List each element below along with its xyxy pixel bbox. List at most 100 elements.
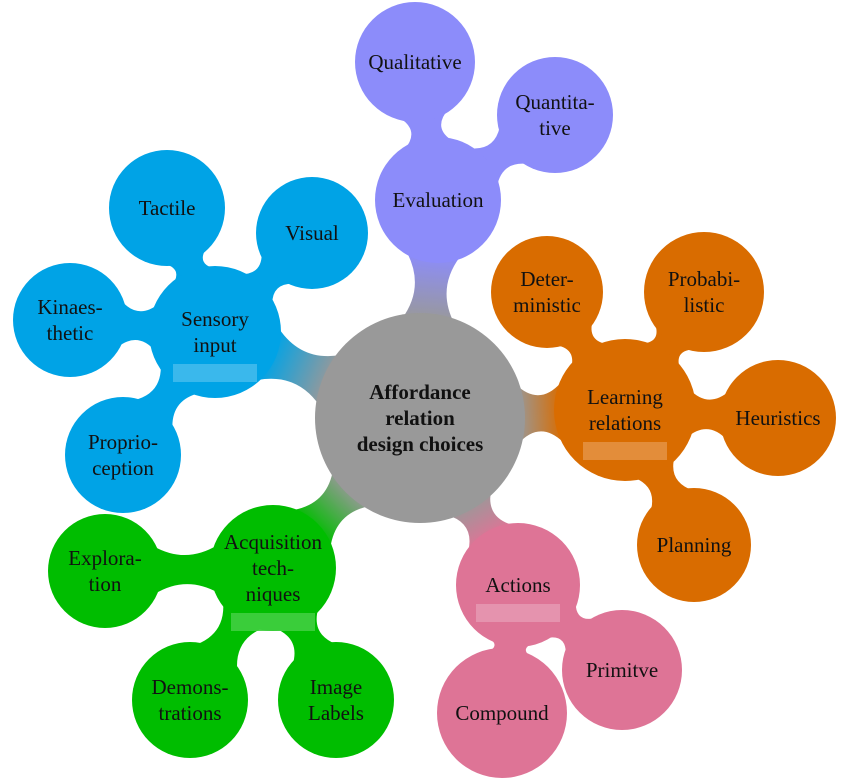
leaf-label-proprioception-line: ception <box>92 456 154 480</box>
leaf-label-qualitative-line: Qualitative <box>368 50 461 74</box>
leaf-label-proprioception: Proprio-ception <box>88 430 158 480</box>
leaf-node-planning: Planning <box>637 488 751 602</box>
connector-actions-primitive <box>543 599 598 657</box>
branch-highlight-sensory-input <box>173 364 257 382</box>
leaf-node-deterministic: Deter-ministic <box>491 236 603 348</box>
connector-sensory-input-kinaesthetic <box>116 300 160 352</box>
leaf-circle-primitive <box>562 610 682 730</box>
branch-label-learning-relations-line: Learning <box>587 385 663 409</box>
leaf-node-kinaesthetic: Kinaes-thetic <box>13 263 127 377</box>
root-circle <box>315 313 525 523</box>
branch-label-evaluation-line: Evaluation <box>393 188 484 212</box>
root-label-line: design choices <box>357 432 484 456</box>
connector-sensory-input-proprioception <box>133 363 200 430</box>
leaf-node-compound: Compound <box>437 648 567 778</box>
connector-evaluation-quantitative <box>468 124 529 188</box>
leaf-label-planning: Planning <box>657 533 732 557</box>
leaf-label-visual-line: Visual <box>285 221 339 245</box>
leaf-label-probabilistic-line: Probabi- <box>668 267 740 291</box>
connector-learning-relations-heuristics <box>686 388 730 440</box>
leaf-circle-planning <box>637 488 751 602</box>
leaf-label-tactile-line: Tactile <box>139 196 196 220</box>
leaf-label-deterministic-line: ministic <box>513 293 581 317</box>
leaf-label-demonstrations-line: Demons- <box>152 675 229 699</box>
leaf-circle-probabilistic <box>644 232 764 352</box>
branch-highlight-learning-relations <box>583 442 667 460</box>
leaf-label-qualitative: Qualitative <box>368 50 461 74</box>
branch-label-sensory-input-line: input <box>193 333 236 357</box>
leaf-label-demonstrations: Demons-trations <box>152 675 229 725</box>
branch-label-acquisition-techniques-line: Acquisition <box>224 530 322 554</box>
leaf-label-primitive: Primitve <box>586 658 658 682</box>
branch-label-evaluation: Evaluation <box>393 188 484 212</box>
leaf-circle-visual <box>256 177 368 289</box>
leaf-label-exploration-line: tion <box>89 572 122 596</box>
leaf-node-visual: Visual <box>256 177 368 289</box>
leaf-label-kinaesthetic: Kinaes-thetic <box>37 295 102 345</box>
leaf-circle-quantitative <box>497 57 613 173</box>
leaf-node-quantitative: Quantita-tive <box>497 57 613 173</box>
leaf-circle-tactile <box>109 150 225 266</box>
leaf-label-exploration: Explora-tion <box>68 546 141 596</box>
connector-learning-relations-probabilistic <box>639 321 697 372</box>
branch-highlight-actions <box>476 604 560 622</box>
branch-label-actions-line: Actions <box>485 573 550 597</box>
branch-circle-acquisition-techniques <box>210 505 336 631</box>
leaf-label-compound-line: Compound <box>455 701 549 725</box>
branch-label-sensory-input-line: Sensory <box>181 307 249 331</box>
leaf-node-qualitative: Qualitative <box>355 2 475 122</box>
leaf-node-exploration: Explora-tion <box>48 514 162 628</box>
root-label-line: Affordance <box>369 380 470 404</box>
leaf-circle-proprioception <box>65 397 181 513</box>
leaf-circle-exploration <box>48 514 162 628</box>
leaf-label-heuristics: Heuristics <box>735 406 820 430</box>
leaf-circle-image-labels <box>278 642 394 758</box>
leaf-label-quantitative-line: Quantita- <box>515 90 594 114</box>
branch-label-acquisition-techniques-line: tech- <box>252 556 294 580</box>
leaf-circle-demonstrations <box>132 642 248 758</box>
leaf-label-heuristics-line: Heuristics <box>735 406 820 430</box>
branch-node-evaluation: Evaluation <box>375 137 501 263</box>
leaf-label-deterministic-line: Deter- <box>520 267 573 291</box>
leaf-circle-deterministic <box>491 236 603 348</box>
leaf-node-probabilistic: Probabi-listic <box>644 232 764 352</box>
leaf-circle-kinaesthetic <box>13 263 127 377</box>
connector-acquisition-techniques-exploration <box>153 545 219 595</box>
nodes: QualitativeQuantita-tiveEvaluationDeter-… <box>13 2 836 778</box>
leaf-node-demonstrations: Demons-trations <box>132 642 248 758</box>
leaf-circle-compound <box>437 648 567 778</box>
leaf-label-primitive-line: Primitve <box>586 658 658 682</box>
branch-label-learning-relations-line: relations <box>589 411 661 435</box>
leaf-label-proprioception-line: Proprio- <box>88 430 158 454</box>
leaf-node-heuristics: Heuristics <box>720 360 836 476</box>
leaf-node-tactile: Tactile <box>109 150 225 266</box>
branch-highlight-acquisition-techniques <box>231 613 315 631</box>
leaf-label-kinaesthetic-line: Kinaes- <box>37 295 102 319</box>
leaf-circle-heuristics <box>720 360 836 476</box>
branch-label-actions: Actions <box>485 573 550 597</box>
leaf-label-visual: Visual <box>285 221 339 245</box>
connector-root-learning-relations <box>515 382 564 445</box>
root-label-line: relation <box>385 406 455 430</box>
leaf-node-primitive: Primitve <box>562 610 682 730</box>
leaf-label-compound: Compound <box>455 701 549 725</box>
connector-root-evaluation <box>401 252 460 324</box>
branch-node-actions: Actions <box>456 523 580 647</box>
leaf-label-quantitative-line: tive <box>539 116 571 140</box>
leaf-label-kinaesthetic-line: thetic <box>47 321 94 345</box>
connector-root-actions <box>446 488 514 552</box>
leaf-label-demonstrations-line: trations <box>159 701 222 725</box>
leaf-label-image-labels-line: Labels <box>308 701 364 725</box>
leaf-label-tactile: Tactile <box>139 196 196 220</box>
leaf-circle-qualitative <box>355 2 475 122</box>
